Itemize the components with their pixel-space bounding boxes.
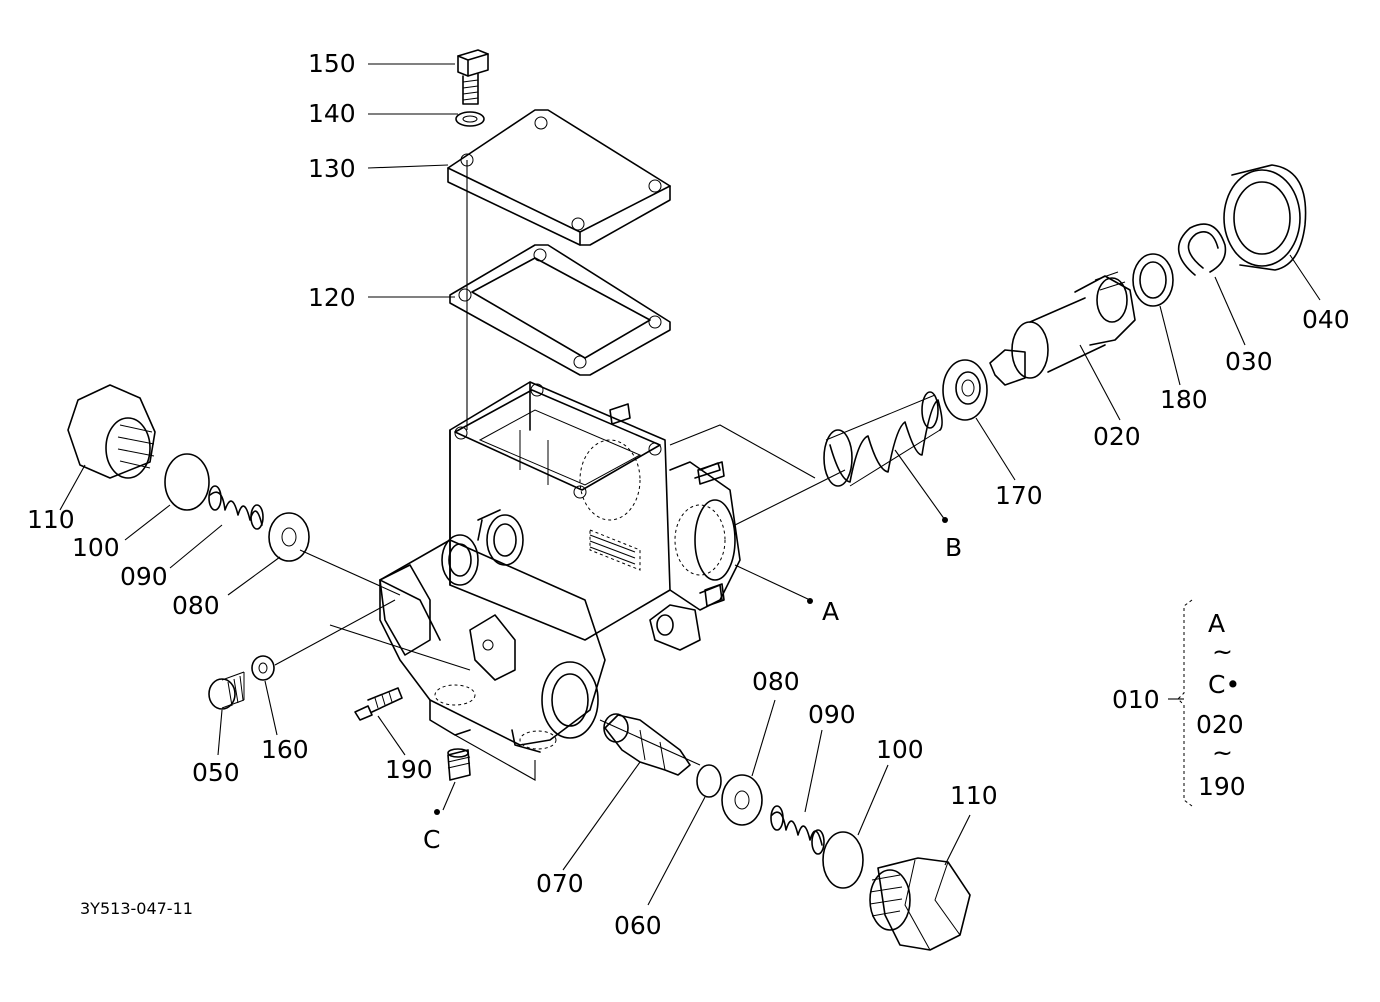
label-050: 050 bbox=[192, 758, 240, 787]
part-040-nut[interactable] bbox=[1223, 164, 1307, 271]
label-100-right: 100 bbox=[876, 735, 924, 764]
part-160-seat[interactable] bbox=[251, 655, 275, 681]
part-150-bolt[interactable] bbox=[457, 49, 489, 105]
label-080-left: 080 bbox=[172, 591, 220, 620]
label-170: 170 bbox=[995, 481, 1043, 510]
part-060-o-ring[interactable] bbox=[696, 764, 722, 798]
main-housing bbox=[379, 381, 741, 753]
part-c-plug[interactable] bbox=[447, 748, 471, 781]
assembly-key-tilde1: ~ bbox=[1212, 637, 1233, 666]
part-130-cover-plate[interactable] bbox=[447, 109, 671, 246]
ref-label-b: B bbox=[945, 533, 962, 562]
part-180-ring[interactable] bbox=[1132, 253, 1174, 307]
label-100-left: 100 bbox=[72, 533, 120, 562]
part-100-left-o-ring[interactable] bbox=[164, 453, 210, 511]
part-170-spring-seat[interactable] bbox=[942, 359, 988, 421]
part-100-right-o-ring[interactable] bbox=[822, 831, 864, 889]
label-110-left: 110 bbox=[27, 505, 75, 534]
assembly-key-line4: 190 bbox=[1198, 772, 1246, 801]
diagram-id: 3Y513-047-11 bbox=[80, 899, 193, 918]
part-110-right-plug[interactable] bbox=[869, 857, 971, 951]
part-090-right-spring[interactable] bbox=[770, 805, 825, 855]
label-020: 020 bbox=[1093, 422, 1141, 451]
label-160: 160 bbox=[261, 735, 309, 764]
label-090-right: 090 bbox=[808, 700, 856, 729]
label-180: 180 bbox=[1160, 385, 1208, 414]
part-050-valve[interactable] bbox=[208, 671, 245, 710]
part-120-gasket[interactable] bbox=[449, 244, 671, 376]
part-140-spring-washer[interactable] bbox=[455, 111, 485, 127]
part-020-plunger[interactable] bbox=[989, 271, 1136, 386]
label-190: 190 bbox=[385, 755, 433, 784]
label-150: 150 bbox=[308, 49, 356, 78]
label-140: 140 bbox=[308, 99, 356, 128]
part-030-snap-ring[interactable] bbox=[1177, 223, 1227, 276]
part-080-right-washer[interactable] bbox=[721, 774, 763, 826]
part-080-left-washer[interactable] bbox=[268, 512, 310, 562]
assembly-key: 010 A ~ C• 020 ~ 190 bbox=[1112, 609, 1246, 801]
part-090-left-spring[interactable] bbox=[208, 485, 264, 530]
ref-label-a: A bbox=[822, 597, 839, 626]
label-120: 120 bbox=[308, 283, 356, 312]
label-070: 070 bbox=[536, 869, 584, 898]
label-080-right: 080 bbox=[752, 667, 800, 696]
part-070-plunger[interactable] bbox=[603, 713, 691, 776]
label-130: 130 bbox=[308, 154, 356, 183]
assembly-key-line1: A bbox=[1208, 609, 1225, 638]
callout-labels: 150 140 130 120 110 100 090 080 050 160 … bbox=[27, 49, 1350, 940]
assembly-key-label: 010 bbox=[1112, 685, 1160, 714]
assembly-key-line2: C• bbox=[1208, 670, 1240, 699]
part-190-bleeder[interactable] bbox=[354, 687, 403, 721]
label-030: 030 bbox=[1225, 347, 1273, 376]
label-060: 060 bbox=[614, 911, 662, 940]
callout-leaders bbox=[59, 63, 1321, 906]
plunger-spring[interactable] bbox=[823, 391, 943, 487]
label-090-left: 090 bbox=[120, 562, 168, 591]
part-110-left-plug[interactable] bbox=[67, 384, 156, 479]
ref-label-c: C bbox=[423, 825, 440, 854]
reference-lines bbox=[274, 160, 846, 781]
label-110-right: 110 bbox=[950, 781, 998, 810]
assembly-key-bracket bbox=[1168, 599, 1193, 807]
assembly-key-line3: 020 bbox=[1196, 710, 1244, 739]
assembly-key-tilde2: ~ bbox=[1212, 738, 1233, 767]
label-040: 040 bbox=[1302, 305, 1350, 334]
